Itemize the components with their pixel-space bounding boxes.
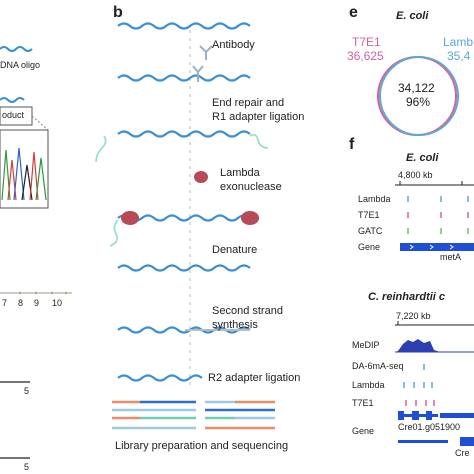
scale-label-a: 5: [24, 386, 30, 396]
zoom-line: [31, 115, 49, 131]
step-end-repair: End repair and: [212, 97, 285, 109]
chlamy-track-gene: Gene: [352, 426, 375, 436]
panel-b-graphics: [95, 22, 275, 430]
ecoli-coord: 4,800 kb: [398, 170, 433, 180]
dna-row-7: [117, 374, 203, 382]
oligo-label: DNA oligo: [0, 60, 41, 70]
venn-lambda-name: Lamb: [443, 35, 474, 49]
ecoli-gene-name: metA: [440, 252, 462, 262]
ecoli-gatc-ticks: [407, 228, 469, 234]
venn-title: E. coli: [396, 10, 429, 22]
panel-letter-f: f: [349, 136, 355, 153]
step-r1-ligation: R1 adapter ligation: [212, 111, 305, 123]
chlamy-track-lambda: Lambda: [352, 380, 385, 390]
axis-tick-8: 8: [18, 298, 24, 308]
axis-tick-9: 9: [34, 298, 40, 308]
step-library: Library preparation and sequencing: [115, 440, 289, 452]
panel-letter-e: e: [349, 4, 358, 21]
chlamy-gene-model: [398, 411, 474, 446]
axis-tick-7: 7: [2, 298, 8, 308]
product-strand: [0, 97, 25, 103]
dna-row-4: [117, 214, 251, 222]
antibody-bound-1: [192, 65, 204, 82]
library-reads: [112, 400, 275, 430]
panel-f-graphics: [395, 181, 474, 446]
panel-letter-b: b: [113, 4, 123, 21]
chromatogram-traces: [1, 147, 47, 201]
ecoli-track-gene: Gene: [358, 242, 381, 252]
scale-label-b: 5: [24, 462, 30, 472]
chlamy-track-medip: MeDIP: [352, 340, 380, 350]
chlamy-track-t7e1: T7E1: [352, 398, 374, 408]
dna-row-5: [117, 264, 251, 272]
product-label: oduct: [2, 110, 25, 120]
adapter-left-1: [95, 135, 107, 163]
antibody-icon: [199, 45, 213, 60]
dna-row-1: [117, 22, 251, 30]
exonuclease-icon: [194, 171, 208, 183]
axis-tick-10: 10: [52, 298, 63, 308]
dna-row-2: [117, 74, 251, 82]
ecoli-gene-bar: [400, 243, 474, 251]
exonuclease-left: [121, 211, 139, 225]
step-denature: Denature: [212, 244, 258, 256]
chlamy-title: C. reinhardtii c: [368, 291, 446, 303]
product-box: [0, 106, 33, 126]
venn-t7e1-name: T7E1: [352, 35, 381, 49]
venn-t7e1-count: 36,625: [347, 49, 384, 63]
chlamy-gene2-name: Cre: [455, 448, 470, 458]
ecoli-t7e1-ticks: [407, 212, 469, 218]
ecoli-track-lambda: Lambda: [358, 194, 391, 204]
step-synthesis: synthesis: [212, 319, 258, 331]
step-lambda: Lambda: [220, 167, 260, 179]
ecoli-title: E. coli: [406, 152, 439, 164]
gene-direction-arrows: [409, 244, 454, 250]
lambda-circle: [379, 56, 459, 136]
step-exonuclease: exonuclease: [220, 181, 282, 193]
chlamy-t7e1-ticks: [405, 400, 435, 406]
adapter-right-1: [249, 133, 269, 149]
exonuclease-right: [241, 211, 259, 225]
ecoli-track-t7e1: T7E1: [358, 210, 380, 220]
chlamy-track-da6ma: DA-6mA-seq: [352, 361, 404, 371]
dna-row-3: [117, 130, 251, 138]
chlamy-lambda-ticks: [403, 382, 433, 388]
chlamy-gene1-name: Cre01.g051900: [398, 422, 461, 432]
ecoli-track-gatc: GATC: [358, 226, 383, 236]
venn-lambda-count: 35,4: [447, 49, 471, 63]
venn-overlap-count: 34,122: [398, 81, 435, 95]
venn-overlap-pct: 96%: [406, 95, 431, 109]
panel-e-graphics: [377, 56, 459, 136]
adapter-left-2: [109, 219, 119, 247]
step-second-strand: Second strand: [212, 305, 283, 317]
chlamy-coord: 7,220 kb: [396, 311, 431, 321]
ecoli-lambda-ticks: [407, 196, 469, 202]
step-antibody: Antibody: [212, 39, 255, 51]
axis-dots: [18, 291, 68, 295]
oligo-strand: [0, 46, 33, 52]
medip-signal: [395, 339, 474, 352]
panel-a-graphics: [0, 46, 72, 459]
step-r2-ligation: R2 adapter ligation: [208, 372, 301, 384]
